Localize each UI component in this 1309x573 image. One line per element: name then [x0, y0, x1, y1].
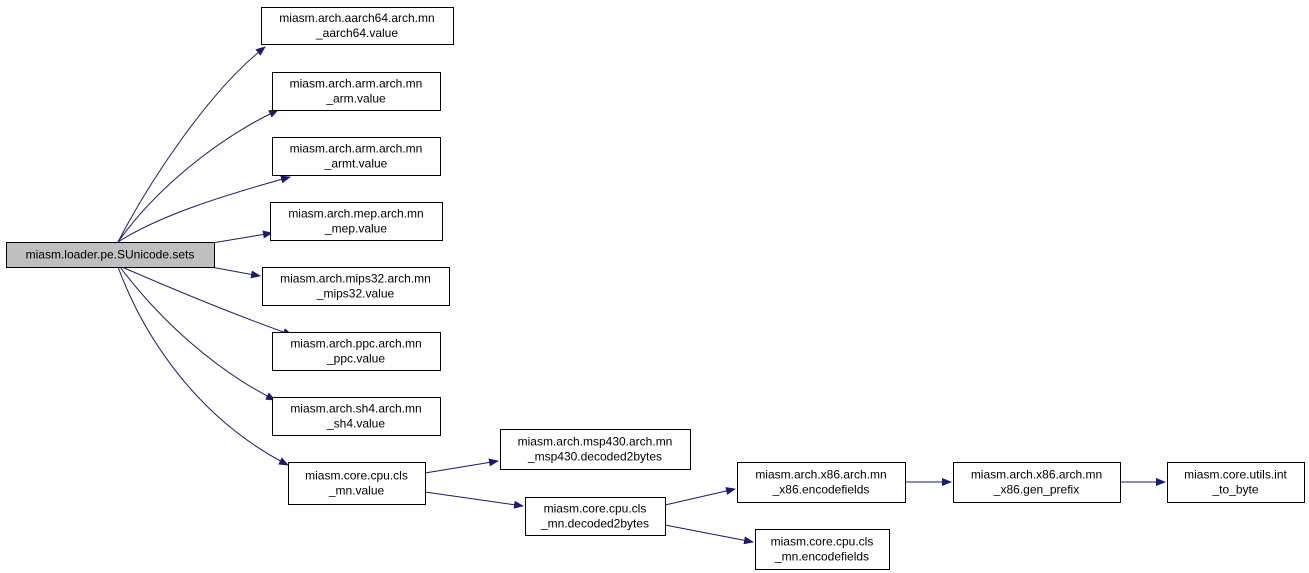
node-label-line: miasm.loader.pe.SUnicode.sets [26, 248, 195, 262]
edge-root-to-aarch64 [117, 46, 266, 243]
node-label-line: _aarch64.value [315, 26, 398, 40]
node-box [261, 7, 454, 45]
node-msp430[interactable]: miasm.arch.msp430.arch.mn_msp430.decoded… [500, 429, 691, 470]
node-label-line: miasm.core.cpu.cls [305, 469, 408, 483]
node-x86-gen-prefix[interactable]: miasm.arch.x86.arch.mn_x86.gen_prefix [953, 462, 1121, 503]
edge-cls_decoded-to-cls_encodefields [664, 524, 754, 545]
node-box [755, 529, 890, 570]
node-root[interactable]: miasm.loader.pe.SUnicode.sets [6, 242, 215, 268]
nodes-layer: miasm.loader.pe.SUnicode.sets miasm.arch.… [6, 7, 1305, 570]
node-label-line: _msp430.decoded2bytes [527, 450, 662, 464]
node-label-line: miasm.arch.arm.arch.mn [290, 77, 423, 91]
edge-root-to-armt [117, 175, 291, 243]
node-armt[interactable]: miasm.arch.arm.arch.mn_armt.value [272, 137, 441, 176]
node-label-line: _mep.value [324, 222, 387, 236]
node-label-line: _x86.gen_prefix [993, 483, 1079, 497]
node-box [262, 267, 450, 306]
node-label-line: miasm.core.cpu.cls [771, 535, 874, 549]
node-box [737, 462, 906, 503]
node-cls-encodefields[interactable]: miasm.core.cpu.cls_mn.encodefields [755, 529, 890, 570]
node-label-line: miasm.arch.msp430.arch.mn [518, 435, 673, 449]
node-box [953, 462, 1121, 503]
node-int-to-byte[interactable]: miasm.core.utils.int_to_byte [1167, 462, 1305, 503]
node-arm[interactable]: miasm.arch.arm.arch.mn_arm.value [272, 72, 441, 111]
edge-root-to-cls_value [117, 266, 289, 466]
node-label-line: miasm.arch.mep.arch.mn [288, 207, 423, 221]
node-label-line: _x86.encodefields [772, 483, 870, 497]
edge-root-to-sh4 [119, 266, 276, 401]
node-label-line: _mips32.value [316, 287, 395, 301]
node-label-line: miasm.arch.ppc.arch.mn [290, 337, 421, 351]
node-label-line: _to_byte [1211, 483, 1258, 497]
node-box [525, 497, 666, 536]
node-label-line: miasm.arch.mips32.arch.mn [280, 272, 431, 286]
node-label-line: _ppc.value [326, 352, 385, 366]
node-aarch64[interactable]: miasm.arch.aarch64.arch.mn_aarch64.value [261, 7, 454, 45]
node-cls-decoded[interactable]: miasm.core.cpu.cls_mn.decoded2bytes [525, 497, 666, 536]
node-box [1167, 462, 1305, 503]
node-ppc[interactable]: miasm.arch.ppc.arch.mn_ppc.value [272, 332, 441, 371]
node-label-line: miasm.arch.arm.arch.mn [290, 142, 423, 156]
edge-cls_value-to-msp430 [424, 458, 499, 474]
node-label-line: miasm.core.cpu.cls [544, 502, 647, 516]
node-label-line: miasm.arch.sh4.arch.mn [290, 402, 421, 416]
node-label-line: _sh4.value [326, 417, 385, 431]
node-mips32[interactable]: miasm.arch.mips32.arch.mn_mips32.value [262, 267, 450, 306]
edge-cls_decoded-to-x86_encodefields [664, 487, 736, 506]
node-mep[interactable]: miasm.arch.mep.arch.mn_mep.value [270, 202, 443, 241]
node-box [500, 429, 691, 470]
edge-cls_value-to-cls_decoded [424, 491, 524, 509]
node-box [272, 332, 441, 371]
node-label-line: miasm.core.utils.int [1184, 468, 1287, 482]
node-box [270, 202, 443, 241]
node-label-line: _mn.value [328, 484, 385, 498]
edge-root-to-ppc [121, 266, 293, 336]
node-x86-encodefields[interactable]: miasm.arch.x86.arch.mn_x86.encodefields [737, 462, 906, 503]
node-label-line: _armt.value [324, 157, 388, 171]
node-label-line: miasm.arch.x86.arch.mn [971, 468, 1102, 482]
node-label-line: miasm.arch.x86.arch.mn [755, 468, 886, 482]
node-cls-value[interactable]: miasm.core.cpu.cls_mn.value [288, 462, 426, 505]
node-box [272, 397, 441, 436]
node-label-line: _mn.encodefields [774, 550, 869, 564]
node-label-line: _arm.value [325, 92, 386, 106]
node-sh4[interactable]: miasm.arch.sh4.arch.mn_sh4.value [272, 397, 441, 436]
node-box [272, 137, 441, 176]
node-box [272, 72, 441, 111]
node-box [288, 462, 426, 505]
node-label-line: miasm.arch.aarch64.arch.mn [279, 11, 434, 25]
node-label-line: _mn.decoded2bytes [540, 517, 649, 531]
node-box [6, 242, 215, 268]
edges-layer [117, 46, 1166, 545]
edge-root-to-arm [117, 109, 279, 243]
